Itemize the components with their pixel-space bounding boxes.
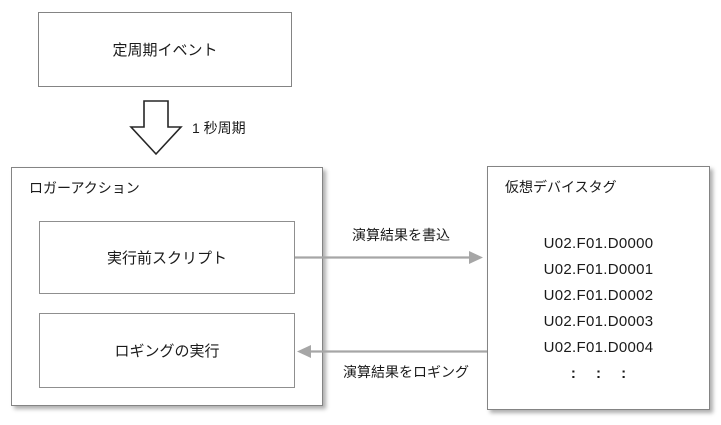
device-tag: U02.F01.D0002	[543, 287, 654, 304]
cycle-period-label: 1 秒周期	[192, 120, 246, 136]
device-tag: U02.F01.D0000	[543, 235, 654, 252]
write-arrow-label: 演算結果を書込	[352, 227, 450, 243]
device-tag: U02.F01.D0001	[543, 261, 654, 278]
logging-exec-label: ロギングの実行	[114, 343, 220, 360]
fixed-cycle-event-box: 定周期イベント	[38, 12, 292, 87]
logger-action-box: ロガーアクション 実行前スクリプト ロギングの実行	[11, 167, 323, 406]
device-tag-ellipsis: : : :	[570, 365, 627, 382]
logging-exec-box: ロギングの実行	[39, 313, 295, 388]
pre-exec-script-label: 実行前スクリプト	[106, 250, 227, 267]
logger-action-title: ロガーアクション	[29, 180, 140, 196]
fixed-cycle-event-label: 定周期イベント	[112, 42, 218, 59]
device-tag: U02.F01.D0004	[543, 339, 654, 356]
virtual-device-tag-box: 仮想デバイスタグ U02.F01.D0000 U02.F01.D0001 U02…	[487, 166, 710, 410]
virtual-device-tag-title: 仮想デバイスタグ	[505, 179, 617, 195]
write-arrow	[295, 251, 483, 264]
device-tag-list: U02.F01.D0000 U02.F01.D0001 U02.F01.D000…	[488, 231, 709, 387]
down-block-arrow-icon	[129, 100, 183, 156]
device-tag: U02.F01.D0003	[543, 313, 654, 330]
logging-arrow-label: 演算結果をロギング	[343, 364, 469, 380]
pre-exec-script-box: 実行前スクリプト	[39, 221, 295, 294]
logging-arrow	[297, 345, 487, 358]
